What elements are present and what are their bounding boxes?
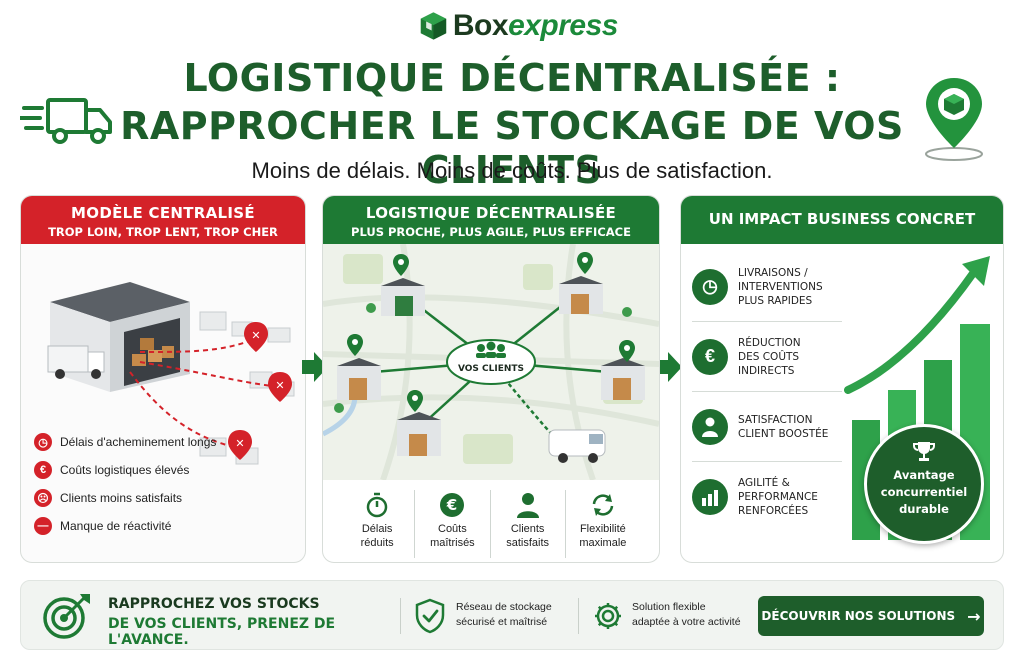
hub-label: Vos clients	[457, 364, 525, 374]
impact-line: plus rapides	[738, 294, 813, 307]
centralized-issues-list: ◷ Délais d'acheminement longs € Coûts lo…	[34, 428, 294, 540]
impact-item: ◷ Livraisons /interventionsplus rapides	[692, 252, 842, 322]
impact-line: Réduction	[738, 336, 801, 349]
centralized-subtitle: Trop loin, trop lent, trop cher	[48, 225, 278, 239]
decentralized-subtitle: Plus proche, plus agile, plus efficace	[351, 225, 631, 239]
benefit-line1: Délais	[361, 523, 393, 535]
impact-item: € Réductiondes coûtsindirects	[692, 322, 842, 392]
chart-icon	[692, 479, 728, 515]
issue-item: ☹ Clients moins satisfaits	[34, 484, 294, 512]
impact-line: performance	[738, 491, 818, 503]
impact-line: indirects	[738, 364, 795, 377]
box-logo-icon	[420, 12, 447, 40]
impact-item: Agilité & performance renforcées	[692, 462, 842, 532]
benefit-item: Délais réduits	[340, 490, 416, 558]
clock-icon: ◷	[692, 268, 728, 305]
target-icon	[43, 594, 90, 639]
competitive-advantage-badge: Avantage concurrentiel durable	[864, 424, 984, 544]
benefit-line2: maîtrisés	[430, 537, 475, 549]
issue-label: Manque de réactivité	[60, 519, 172, 533]
centralized-header: Modèle centralisé Trop loin, trop lent, …	[21, 196, 305, 244]
page-subtitle: Moins de délais. Moins de coûts. Plus de…	[251, 158, 773, 183]
location-pin-icon	[925, 78, 983, 161]
arrow-right-icon	[302, 352, 328, 382]
flexible-line: adaptée à votre activité	[632, 616, 741, 628]
sad-face-icon: ☹	[34, 489, 52, 507]
issue-item: — Manque de réactivité	[34, 512, 294, 540]
issue-label: Délais d'acheminement longs	[60, 435, 217, 449]
benefits-row: Délais réduits € Coûts maîtrisés Clients sa…	[340, 490, 640, 558]
benefit-item: Clients satisfaits	[491, 490, 566, 558]
benefit-item: € Coûts maîtrisés	[415, 490, 491, 558]
svg-text:✕: ✕	[235, 437, 244, 450]
cta-line1: Rapprochez vos stocks	[108, 596, 320, 612]
cta-line2: de vos clients, prenez de l'avance.	[108, 616, 336, 648]
issue-item: € Coûts logistiques élevés	[34, 456, 294, 484]
svg-text:✕: ✕	[275, 379, 284, 392]
issue-label: Coûts logistiques élevés	[60, 463, 190, 477]
trophy-icon	[867, 439, 981, 467]
euro-icon: €	[692, 338, 728, 375]
badge-line: Avantage	[893, 468, 955, 482]
impact-line: des coûts	[738, 350, 800, 363]
benefit-line2: maximale	[579, 537, 627, 549]
decentralized-network-map	[323, 244, 659, 480]
benefit-line1: Flexibilité	[579, 523, 626, 535]
footer-cta-text: Rapprochez vos stocks de vos clients, pr…	[108, 596, 408, 648]
footer-divider	[578, 598, 579, 634]
impact-line: Livraisons /	[738, 266, 808, 279]
centralized-title: Modèle centralisé	[71, 204, 255, 222]
decentralized-header: Logistique décentralisée Plus proche, pl…	[323, 196, 659, 244]
benefit-line1: Clients	[510, 523, 545, 535]
central-warehouse-illustration: ✕ ✕ ✕	[47, 282, 295, 465]
impact-line: Agilité &	[738, 477, 790, 489]
impact-line: interventions	[738, 280, 823, 293]
brand-name-box: Box	[452, 9, 509, 42]
svg-text:€: €	[446, 496, 457, 514]
flexible-solution-text: Solution flexible adaptée à votre activi…	[632, 600, 762, 630]
secure-line: Réseau de stockage	[456, 601, 552, 613]
badge-line: durable	[899, 502, 949, 516]
secure-line: sécurisé et maîtrisé	[456, 616, 548, 628]
euro-icon: €	[34, 461, 52, 479]
page-title-line2: Rapprocher le stockage de vos clients	[120, 104, 904, 192]
impact-header: Un impact business concret	[681, 196, 1003, 244]
shield-check-icon	[415, 598, 445, 634]
impact-line: renforcées	[738, 505, 809, 517]
impact-line: client boostée	[738, 427, 829, 440]
euro-icon: €	[415, 490, 489, 520]
user-icon	[692, 408, 728, 445]
refresh-icon	[566, 490, 640, 520]
arrow-right-icon	[656, 352, 682, 382]
svg-text:✕: ✕	[251, 329, 260, 342]
arrow-right-icon: →	[967, 606, 981, 626]
issue-item: ◷ Délais d'acheminement longs	[34, 428, 294, 456]
benefit-line2: réduits	[360, 537, 394, 549]
impact-list: ◷ Livraisons /interventionsplus rapides …	[692, 252, 842, 532]
brand-logo[interactable]: Boxexpress	[418, 6, 618, 46]
user-icon	[491, 490, 565, 520]
benefit-line2: satisfaits	[506, 537, 550, 549]
benefit-item: Flexibilité maximale	[566, 490, 640, 558]
minus-icon: —	[34, 517, 52, 535]
discover-solutions-button[interactable]: Découvrir nos solutions →	[758, 596, 984, 636]
decentralized-title: Logistique décentralisée	[365, 204, 617, 222]
fast-truck-icon	[20, 98, 112, 144]
impact-line: Satisfaction	[738, 413, 813, 426]
clock-icon: ◷	[34, 433, 52, 451]
benefit-line1: Coûts	[438, 523, 467, 535]
badge-line: concurrentiel	[880, 485, 968, 499]
discover-solutions-label: Découvrir nos solutions	[761, 609, 956, 623]
impact-item: Satisfactionclient boostée	[692, 392, 842, 462]
impact-title: Un impact business concret	[708, 210, 976, 228]
issue-label: Clients moins satisfaits	[60, 491, 183, 505]
brand-name-express: express	[508, 9, 618, 42]
gear-icon	[595, 603, 621, 629]
flexible-line: Solution flexible	[632, 601, 706, 613]
secure-network-text: Réseau de stockage sécurisé et maîtrisé	[456, 600, 576, 630]
stopwatch-icon	[340, 490, 414, 520]
footer-divider	[400, 598, 401, 634]
page-title-line1: Logistique décentralisée :	[183, 56, 841, 100]
